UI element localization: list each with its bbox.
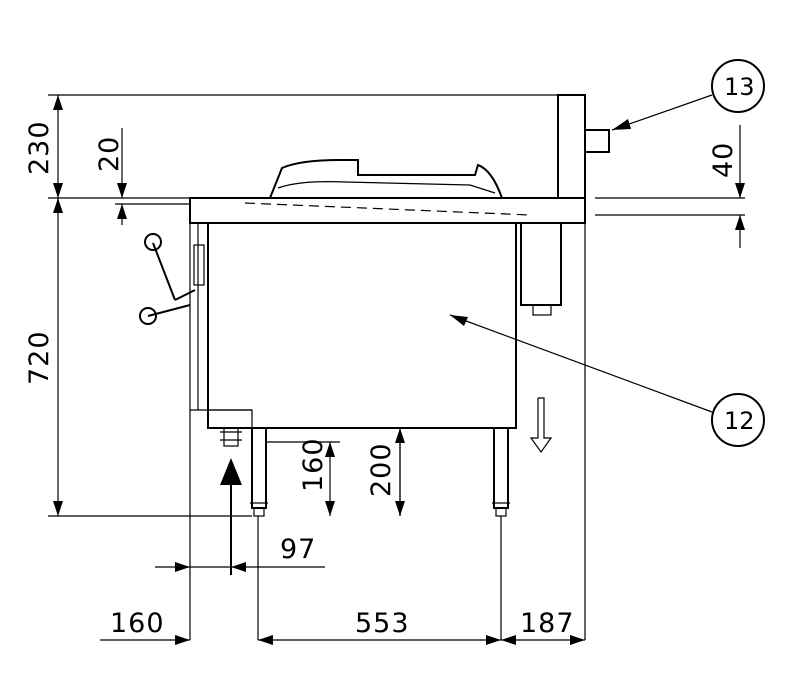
dim-720: 720 — [24, 330, 55, 385]
extension-lines — [48, 94, 745, 640]
dim-160-height: 160 — [298, 437, 329, 492]
dim-97: 97 — [280, 534, 316, 565]
callout-13: 13 — [611, 59, 765, 131]
dim-200: 200 — [366, 442, 397, 497]
dim-230: 230 — [24, 120, 55, 175]
dim-160-width: 160 — [110, 608, 165, 639]
dimension-lines — [53, 95, 745, 645]
dim-20: 20 — [94, 136, 125, 172]
callout-12: 12 — [449, 314, 765, 447]
dim-40: 40 — [708, 142, 739, 178]
callout-12-label: 12 — [724, 407, 755, 435]
range-body — [189, 94, 610, 517]
dim-187: 187 — [520, 608, 575, 639]
drain-arrow — [529, 397, 553, 454]
dim-553: 553 — [355, 608, 410, 639]
control-lever — [139, 233, 196, 325]
callout-13-label: 13 — [724, 73, 755, 101]
